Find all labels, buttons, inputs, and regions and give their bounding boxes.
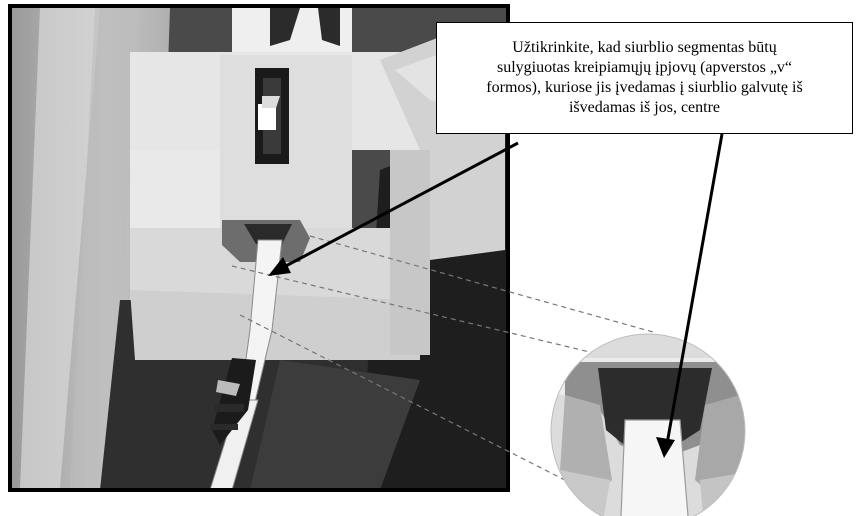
zoom-detail-circle <box>540 330 760 516</box>
main-illustration <box>10 6 508 490</box>
callout-box: Užtikrinkite, kad siurblio segmentas būt… <box>436 22 853 134</box>
callout-text: Užtikrinkite, kad siurblio segmentas būt… <box>486 38 802 118</box>
